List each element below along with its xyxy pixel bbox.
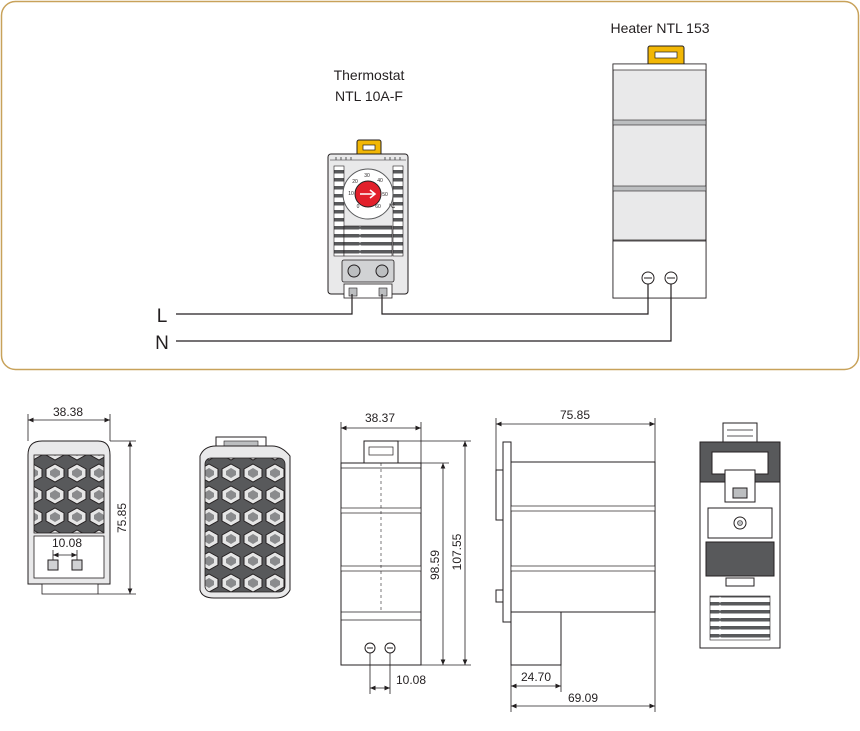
thermostat-model-label: NTL 10A-F bbox=[335, 88, 403, 104]
heater-label: Heater NTL 153 bbox=[610, 20, 709, 36]
thermostat-front-view bbox=[27, 440, 111, 595]
heater-base-depth-dim: 24.70 bbox=[521, 670, 551, 684]
line-wire bbox=[176, 294, 353, 315]
heater-unit bbox=[612, 45, 707, 299]
thermostat-label: Thermostat bbox=[334, 67, 405, 83]
heater-side-view bbox=[495, 441, 656, 666]
heater-width-dim: 38.37 bbox=[365, 411, 395, 425]
svg-text:40: 40 bbox=[377, 178, 383, 184]
svg-text:20: 20 bbox=[352, 179, 358, 185]
heater-rail-depth-dim: 69.09 bbox=[568, 691, 598, 705]
thermostat-width-dim: 38.38 bbox=[53, 405, 83, 419]
heater-body-height-dim: 98.59 bbox=[428, 550, 442, 580]
neutral-label: N bbox=[155, 333, 169, 354]
svg-text:30: 30 bbox=[364, 173, 370, 179]
heater-depth-dim: 75.85 bbox=[560, 408, 590, 422]
thermostat-pitch-dim: 10.08 bbox=[52, 536, 82, 550]
heater-pitch-dim: 10.08 bbox=[396, 673, 426, 687]
svg-text:60: 60 bbox=[375, 204, 381, 210]
thermostat-dimension-lines bbox=[27, 414, 136, 595]
wires bbox=[176, 284, 672, 342]
heater-back-view bbox=[699, 422, 781, 649]
thermostat-terminal-right bbox=[375, 264, 389, 278]
svg-text:10: 10 bbox=[348, 191, 354, 197]
heater-front-dimension-lines bbox=[340, 422, 471, 694]
thermostat-height-dim: 75.85 bbox=[115, 503, 129, 533]
neutral-wire bbox=[176, 284, 672, 342]
heater-side-dimension-lines bbox=[495, 418, 656, 712]
thermostat-terminal-left bbox=[347, 264, 361, 278]
svg-text:°C: °C bbox=[389, 204, 396, 210]
thermostat-unit: 0 10 20 30 40 50 60 °C bbox=[327, 139, 409, 299]
heater-front-view bbox=[340, 440, 422, 666]
thermostat-perspective-view bbox=[199, 436, 291, 599]
switched-wire bbox=[381, 284, 649, 315]
svg-text:0: 0 bbox=[357, 204, 360, 210]
svg-text:50: 50 bbox=[382, 192, 388, 198]
heater-total-height-dim: 107.55 bbox=[450, 533, 464, 570]
line-label: L bbox=[157, 306, 168, 327]
